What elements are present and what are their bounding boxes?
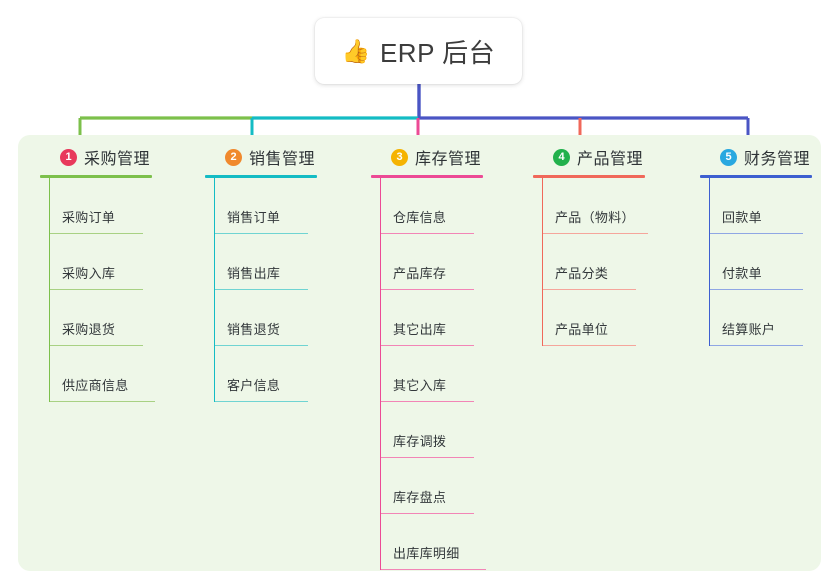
column-rule-4 — [533, 175, 645, 178]
list-item-label: 结算账户 — [722, 322, 776, 337]
column-title-1: 采购管理 — [84, 151, 151, 168]
column-产品管理: 4 产品管理产品（物料） 产品分类产品单位 — [533, 146, 648, 346]
list-item-label: 仓库信息 — [393, 210, 447, 225]
list-item[interactable]: 客户信息 — [215, 346, 308, 402]
list-item[interactable]: 库存盘点 — [381, 458, 474, 514]
column-badge-4: 4 — [553, 148, 570, 166]
list-item-label: 其它出库 — [393, 322, 447, 337]
column-items-4: 产品（物料） 产品分类产品单位 — [542, 178, 648, 346]
list-item-label: 采购退货 — [62, 322, 116, 337]
list-item[interactable]: 结算账户 — [710, 290, 803, 346]
column-items-5: 回款单付款单结算账户 — [709, 178, 812, 346]
list-item[interactable]: 出库库明细 — [381, 514, 486, 570]
column-items-3: 仓库信息产品库存其它出库其它入库库存调拨库存盘点出库库明细 — [380, 178, 486, 570]
column-header-3[interactable]: 3 库存管理 — [371, 146, 486, 168]
list-item-label: 采购订单 — [62, 210, 116, 225]
list-item[interactable]: 付款单 — [710, 234, 803, 290]
column-rule-2 — [205, 175, 317, 178]
column-header-2[interactable]: 2 销售管理 — [205, 146, 317, 168]
list-item-label: 客户信息 — [227, 378, 281, 393]
list-item-label: 产品（物料） — [555, 210, 635, 225]
list-item-label: 供应商信息 — [62, 378, 129, 393]
mindmap-panel — [18, 135, 821, 571]
list-item-label: 采购入库 — [62, 266, 116, 281]
list-item-label: 库存盘点 — [393, 490, 447, 505]
list-item[interactable]: 销售订单 — [215, 178, 308, 234]
list-item[interactable]: 供应商信息 — [50, 346, 155, 402]
list-item[interactable]: 产品（物料） — [543, 178, 648, 234]
list-item[interactable]: 产品库存 — [381, 234, 474, 290]
list-item-label: 产品单位 — [555, 322, 609, 337]
list-item-label: 付款单 — [722, 266, 762, 281]
column-items-2: 销售订单销售出库销售退货客户信息 — [214, 178, 317, 402]
column-销售管理: 2 销售管理销售订单销售出库销售退货客户信息 — [205, 146, 317, 402]
list-item[interactable]: 产品单位 — [543, 290, 636, 346]
root-node-card[interactable]: 👍 ERP 后台 — [315, 18, 522, 84]
column-header-1[interactable]: 1 采购管理 — [40, 146, 155, 168]
list-item-label: 出库库明细 — [393, 546, 460, 561]
list-item[interactable]: 其它入库 — [381, 346, 474, 402]
root-title-text: ERP 后台 — [379, 37, 496, 68]
root-node-label: 👍 ERP 后台 — [342, 33, 495, 70]
list-item-label: 产品库存 — [393, 266, 447, 281]
list-item[interactable]: 采购订单 — [50, 178, 143, 234]
column-库存管理: 3 库存管理仓库信息产品库存其它出库其它入库库存调拨库存盘点出库库明细 — [371, 146, 486, 570]
column-badge-5: 5 — [720, 148, 737, 166]
list-item[interactable]: 采购退货 — [50, 290, 143, 346]
thumbs-up-emoji: 👍 — [341, 37, 371, 64]
list-item-label: 回款单 — [722, 210, 762, 225]
list-item[interactable]: 库存调拨 — [381, 402, 474, 458]
list-item-label: 销售出库 — [227, 266, 281, 281]
column-采购管理: 1 采购管理采购订单采购入库采购退货供应商信息 — [40, 146, 155, 402]
list-item-label: 其它入库 — [393, 378, 447, 393]
column-rule-1 — [40, 175, 152, 178]
column-header-5[interactable]: 5 财务管理 — [700, 146, 812, 168]
list-item[interactable]: 仓库信息 — [381, 178, 474, 234]
column-header-4[interactable]: 4 产品管理 — [533, 146, 648, 168]
list-item-label: 产品分类 — [555, 266, 609, 281]
column-rule-5 — [700, 175, 812, 178]
column-items-1: 采购订单采购入库采购退货供应商信息 — [49, 178, 155, 402]
column-badge-1: 1 — [60, 148, 77, 166]
column-财务管理: 5 财务管理回款单付款单结算账户 — [700, 146, 812, 346]
list-item[interactable]: 销售退货 — [215, 290, 308, 346]
list-item[interactable]: 回款单 — [710, 178, 803, 234]
column-title-4: 产品管理 — [577, 151, 644, 168]
list-item[interactable]: 其它出库 — [381, 290, 474, 346]
list-item-label: 销售订单 — [227, 210, 281, 225]
column-title-5: 财务管理 — [744, 151, 811, 168]
list-item[interactable]: 销售出库 — [215, 234, 308, 290]
column-rule-3 — [371, 175, 483, 178]
list-item-label: 销售退货 — [227, 322, 281, 337]
column-badge-2: 2 — [225, 148, 242, 166]
column-title-3: 库存管理 — [415, 151, 482, 168]
column-badge-3: 3 — [391, 148, 408, 166]
list-item[interactable]: 产品分类 — [543, 234, 636, 290]
list-item-label: 库存调拨 — [393, 434, 447, 449]
list-item[interactable]: 采购入库 — [50, 234, 143, 290]
column-title-2: 销售管理 — [249, 151, 316, 168]
